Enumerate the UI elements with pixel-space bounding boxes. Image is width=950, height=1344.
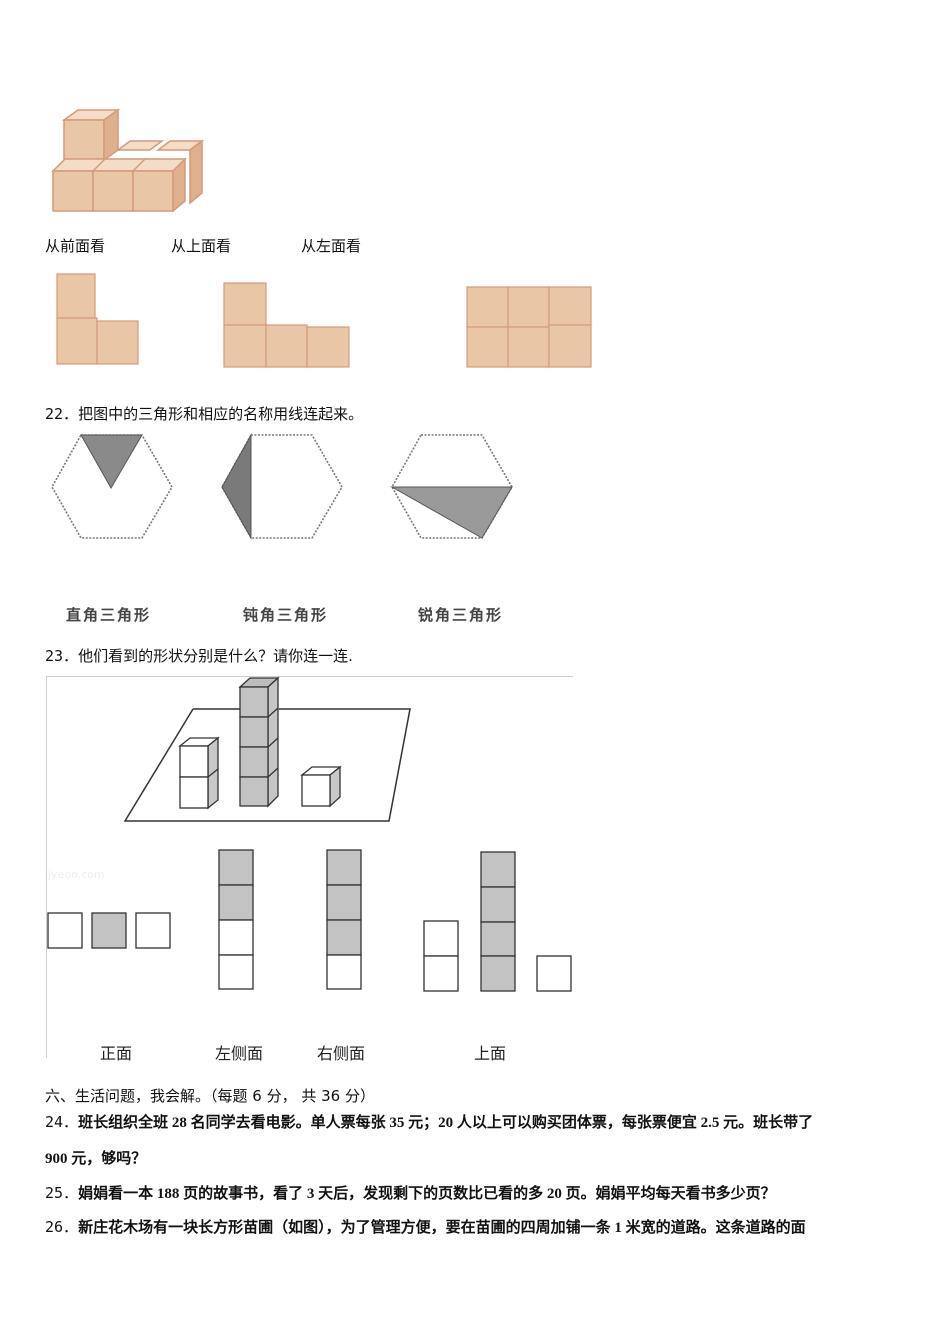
front-view-shape (56, 273, 139, 365)
triangle-name-acute: 锐角三角形 (418, 606, 504, 624)
top-view-shape (223, 282, 350, 368)
q25-number: 25． (45, 1184, 79, 1202)
hexagon-figure-2 (221, 433, 343, 540)
view-option-front (47, 912, 171, 949)
q25-text: 娟娟看一本 188 页的故事书，看了 3 天后，发现剩下的页数比已看的多 20 … (78, 1186, 776, 1202)
triangle-name-right: 直角三角形 (66, 606, 152, 624)
section-6-title: 六、生活问题，我会解。（每题 6 分， 共 36 分） (45, 1087, 375, 1105)
figure-frame-top (46, 676, 573, 677)
hexagon-figure-3 (390, 434, 513, 539)
q22-text: 把图中的三角形和相应的名称用线连起来。 (78, 405, 364, 423)
q23-text: 他们看到的形状分别是什么？请你连一连. (78, 647, 353, 665)
view-label-right-side: 右侧面 (317, 1044, 366, 1063)
view-option-right-side (326, 849, 362, 990)
view-label-front-face: 正面 (100, 1044, 133, 1063)
view-label-left-side: 左侧面 (215, 1044, 264, 1063)
view-label-front: 从前面看 (45, 237, 106, 255)
q26-question: 26．新庄花木场有一块长方形苗圃（如图），为了管理方便，要在苗圃的四周加铺一条 … (45, 1217, 806, 1238)
q22-number: 22． (45, 405, 79, 423)
q22-question: 22．把图中的三角形和相应的名称用线连起来。 (45, 404, 363, 424)
q24-number: 24． (45, 1113, 79, 1131)
view-option-top (423, 851, 572, 992)
q23-question: 23．他们看到的形状分别是什么？请你连一连. (45, 646, 353, 666)
q24-text-line2: 900 元，够吗？ (45, 1151, 147, 1167)
triangle-name-obtuse: 钝角三角形 (243, 606, 329, 624)
q24-text-line1: 班长组织全班 28 名同学去看电影。单人票每张 35 元；20 人以上可以购买团… (78, 1115, 814, 1131)
view-option-left-side (218, 849, 254, 990)
cube-stack-figure (51, 108, 205, 213)
q26-number: 26． (45, 1218, 79, 1236)
q24-question: 24．班长组织全班 28 名同学去看电影。单人票每张 35 元；20 人以上可以… (45, 1112, 813, 1133)
q23-number: 23． (45, 647, 79, 665)
figure-frame-left (46, 676, 47, 1058)
q26-text: 新庄花木场有一块长方形苗圃（如图），为了管理方便，要在苗圃的四周加铺一条 1 米… (78, 1220, 806, 1236)
view-label-top: 从上面看 (171, 237, 232, 255)
left-view-shape (466, 286, 592, 368)
hexagon-figure-1 (51, 434, 173, 539)
blocks-on-board-figure (123, 676, 411, 822)
view-label-left: 从左面看 (301, 237, 362, 255)
view-label-top-face: 上面 (474, 1044, 507, 1063)
q25-question: 25．娟娟看一本 188 页的故事书，看了 3 天后，发现剩下的页数比已看的多 … (45, 1183, 776, 1204)
watermark: jyeoo.com (48, 868, 105, 881)
